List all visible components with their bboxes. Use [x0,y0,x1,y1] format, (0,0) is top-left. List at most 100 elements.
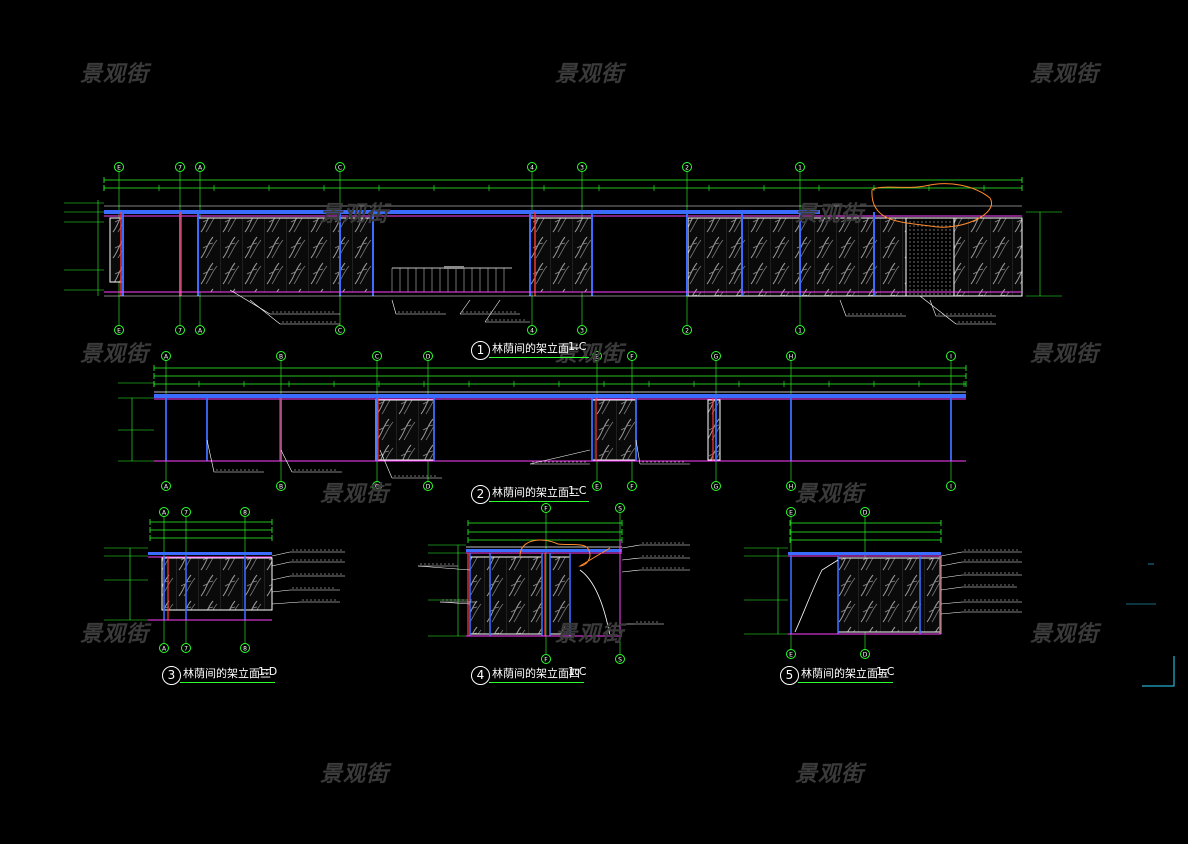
leader-line [940,561,963,567]
axis-bubble-top-label: 7 [184,510,188,517]
leader-line [621,557,641,561]
axis-bubble-top [240,507,250,517]
drawing-scale-3: 1:D [258,665,278,678]
title-underline-4 [489,682,584,683]
leader-line [391,299,397,315]
drawing-scale-4: 1:C [568,665,587,678]
axis-bubble-bottom-label: C [375,484,379,491]
axis-bubble-top [711,351,721,361]
watermark: 景观街 [555,342,625,367]
axis-bubble-bottom-label: 4 [530,328,534,335]
axis-bubble-top-label: 4 [530,165,534,172]
axis-bubble-top-label: F [630,354,634,361]
axis-bubble-top-label: I [950,354,952,361]
title-underline-5 [798,682,893,683]
axis-bubble-top [423,351,433,361]
watermark: 景观街 [320,762,390,787]
drawing-number-5: 5 [780,666,799,685]
screen-panel [707,399,721,461]
axis-bubble-bottom-label: 7 [184,646,188,653]
screen-panel [469,556,543,635]
axis-bubble-top [181,507,191,517]
leader-line [940,611,963,615]
axis-bubble-bottom-label: E [117,328,121,335]
axis-bubble-bottom [161,481,171,491]
top-beam [148,552,272,555]
drawing-title-3: 林荫间的架立面三 [183,667,271,680]
axis-bubble-bottom-label: A [164,484,169,491]
axis-bubble-bottom [627,481,637,491]
leader-line [280,449,293,473]
axis-bubble-bottom [592,481,602,491]
drawing-number-1: 1 [471,341,490,360]
top-beam [104,210,820,214]
leader-line [929,299,937,317]
watermark: 景观街 [80,62,150,87]
leader-line [459,299,471,315]
axis-bubble-bottom [159,643,169,653]
watermark: 景观街 [1030,622,1100,647]
axis-bubble-top [577,162,587,172]
leader-line [940,586,963,591]
axis-bubble-top [627,351,637,361]
axis-bubble-top-label: S [618,506,622,513]
axis-bubble-top [159,507,169,517]
axis-bubble-bottom-label: F [630,484,634,491]
leader-line [635,439,641,465]
axis-bubble-top-label: E [595,354,599,361]
axis-bubble-top [335,162,345,172]
tree-outline [519,539,611,567]
watermark: 景观街 [795,762,865,787]
axis-bubble-top [592,351,602,361]
axis-bubble-bottom-label: 7 [178,328,182,335]
leader-line [271,589,291,593]
screen-panel [161,557,273,611]
axis-bubble-top [527,162,537,172]
axis-bubble-top-label: 1 [798,165,802,172]
leader-line [271,601,301,605]
axis-bubble-top-label: H [789,354,794,361]
leader-line [940,551,963,557]
top-beam [466,549,622,552]
leader-line [839,299,847,317]
axis-bubble-top [114,162,124,172]
axis-bubble-bottom [195,325,205,335]
axis-bubble-bottom-label: D [426,484,431,491]
perforated-panel [905,217,955,297]
leader-line [271,575,291,581]
axis-bubble-bottom [795,325,805,335]
leader-line [271,561,291,567]
drawing-title-4: 林荫间的架立面四 [492,667,580,680]
axis-bubble-bottom [423,481,433,491]
axis-bubble-top-label: A [162,510,167,517]
title-underline-3 [180,682,275,683]
screen-panel [953,217,1023,297]
drawing-title-2: 林荫间的架立面二 [492,486,580,499]
watermark: 景观街 [1030,342,1100,367]
axis-bubble-bottom-label: 3 [580,328,584,335]
tree-outline [871,183,993,228]
axis-bubble-top-label: E [789,510,793,517]
watermark: 景观街 [795,202,865,227]
top-beam [788,552,941,555]
axis-bubble-top-label: F [544,506,548,513]
screen-panel [529,217,593,293]
axis-bubble-bottom-label: E [789,652,793,659]
screen-panel [837,557,942,633]
axis-bubble-bottom [541,654,551,664]
axis-bubble-bottom-label: 1 [798,328,802,335]
drawing-number-2: 2 [471,485,490,504]
watermark: 景观街 [1030,62,1100,87]
axis-bubble-top-label: E [117,165,121,172]
axis-bubble-bottom [577,325,587,335]
axis-bubble-bottom-label: A [162,646,167,653]
axis-bubble-bottom-label: I [950,484,952,491]
axis-bubble-bottom-label: C [338,328,342,335]
watermark: 景观街 [80,622,150,647]
title-underline-1 [489,357,589,358]
